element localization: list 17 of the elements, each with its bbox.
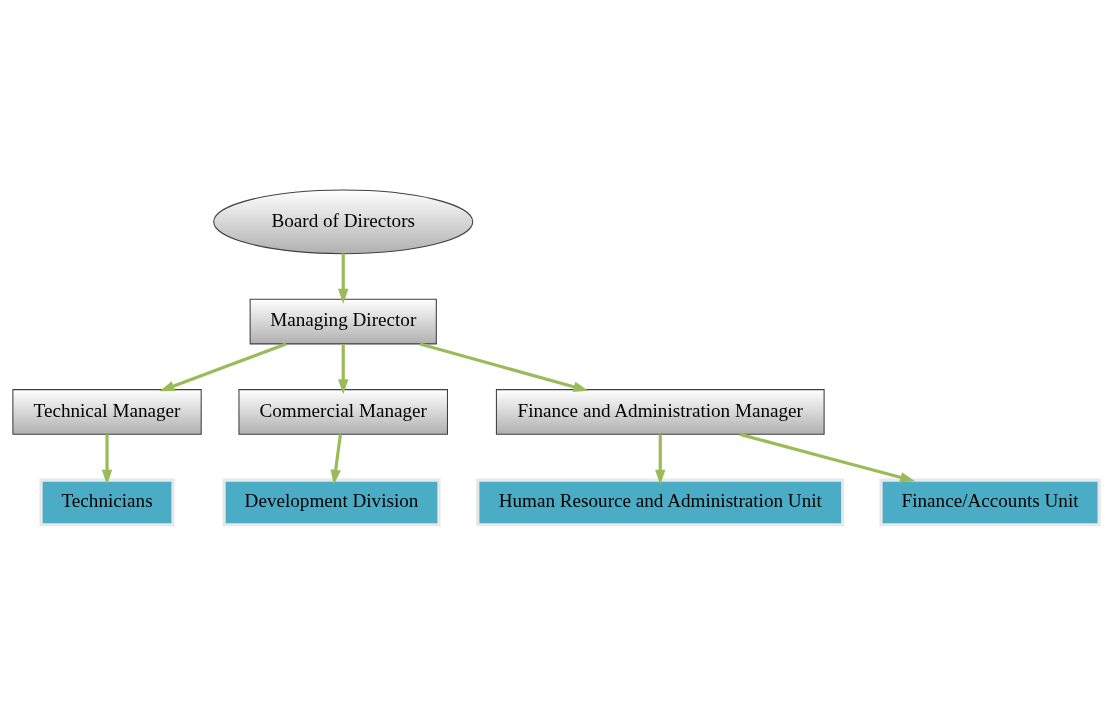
node-box: Commercial Manager bbox=[238, 389, 448, 435]
node-ellipse: Board of Directors bbox=[213, 189, 474, 255]
node-box: Finance/Accounts Unit bbox=[879, 478, 1101, 527]
arrow bbox=[655, 434, 666, 485]
node-box: Finance and Administration Manager bbox=[495, 389, 825, 435]
arrow bbox=[739, 432, 916, 483]
arrow bbox=[338, 253, 349, 304]
arrow bbox=[419, 342, 589, 392]
node-box: Development Division bbox=[222, 478, 441, 527]
arrow bbox=[101, 434, 113, 485]
arrow bbox=[338, 344, 349, 395]
node-box: Managing Director bbox=[249, 298, 437, 345]
arrow bbox=[159, 342, 287, 392]
node-box: Technicians bbox=[39, 478, 175, 527]
node-box: Human Resource and Administration Unit bbox=[476, 478, 845, 527]
arrow bbox=[330, 434, 342, 485]
node-box: Technical Manager bbox=[12, 389, 202, 435]
